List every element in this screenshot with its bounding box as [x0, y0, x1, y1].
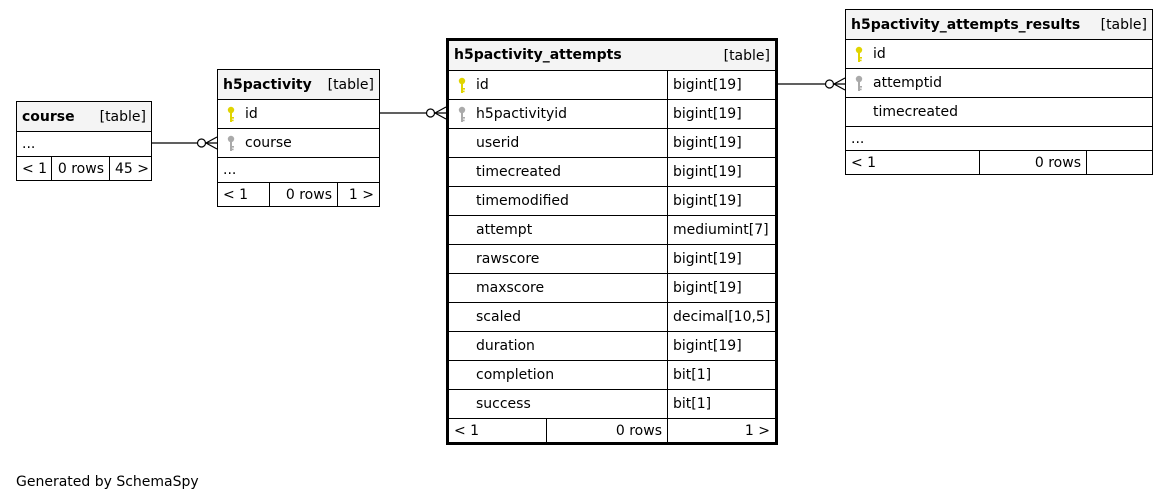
- column-name: id: [873, 46, 886, 62]
- column-type: bigint[19]: [667, 274, 775, 302]
- children-count[interactable]: 45 >: [109, 157, 151, 180]
- table-type-tag: [table]: [1100, 16, 1147, 33]
- foreign-key-icon: [227, 135, 235, 152]
- column-row-attempt[interactable]: attempt mediumint[7]: [449, 215, 775, 244]
- column-type: bigint[19]: [667, 129, 775, 157]
- column-name: h5pactivityid: [476, 106, 568, 122]
- column-type: mediumint[7]: [667, 216, 775, 244]
- children-count[interactable]: [1086, 151, 1152, 174]
- parents-count[interactable]: < 1: [223, 186, 249, 203]
- column-name: scaled: [476, 309, 521, 325]
- ellipsis-row: ...: [17, 131, 151, 156]
- table-footer: < 1 0 rows 1 >: [449, 418, 775, 442]
- row-count: 0 rows: [979, 151, 1086, 174]
- column-name: course: [245, 135, 292, 151]
- column-type: decimal[10,5]: [667, 303, 775, 331]
- column-row-success[interactable]: success bit[1]: [449, 389, 775, 418]
- table-h5pactivity[interactable]: h5pactivity [table] id course ... < 1 0 r…: [217, 69, 380, 207]
- table-footer: < 1 0 rows 1 >: [218, 182, 379, 206]
- table-name: h5pactivity_attempts: [454, 46, 622, 63]
- column-name: duration: [476, 338, 535, 354]
- generated-by-label: Generated by SchemaSpy: [16, 474, 199, 490]
- foreign-key-icon: [855, 75, 863, 92]
- table-type-tag: [table]: [99, 108, 146, 125]
- parents-count[interactable]: < 1: [22, 160, 48, 177]
- parents-count[interactable]: < 1: [454, 422, 480, 439]
- table-name: h5pactivity_attempts_results: [851, 16, 1081, 33]
- table-h5pactivity-attempts-results[interactable]: h5pactivity_attempts_results [table] id a…: [845, 9, 1153, 175]
- ellipsis-row: ...: [218, 157, 379, 182]
- column-row-timecreated[interactable]: timecreated: [846, 97, 1152, 126]
- row-count: 0 rows: [546, 419, 667, 442]
- column-row-completion[interactable]: completion bit[1]: [449, 360, 775, 389]
- foreign-key-icon: [458, 106, 466, 123]
- table-h5pactivity-attempts[interactable]: h5pactivity_attempts [table] id bigint[19…: [446, 38, 778, 445]
- column-name: rawscore: [476, 251, 540, 267]
- primary-key-icon: [855, 46, 863, 63]
- column-name: success: [476, 396, 531, 412]
- table-header: h5pactivity_attempts_results [table]: [846, 10, 1152, 39]
- children-count[interactable]: 1 >: [667, 419, 775, 442]
- column-type: bigint[19]: [667, 100, 775, 128]
- column-type: bigint[19]: [667, 158, 775, 186]
- table-header: course [table]: [17, 102, 151, 131]
- column-type: bigint[19]: [667, 245, 775, 273]
- column-name: attemptid: [873, 75, 942, 91]
- column-row-h5pactivityid[interactable]: h5pactivityid bigint[19]: [449, 99, 775, 128]
- table-header: h5pactivity_attempts [table]: [449, 41, 775, 70]
- column-row-id[interactable]: id: [218, 99, 379, 128]
- table-header: h5pactivity [table]: [218, 70, 379, 99]
- column-row-userid[interactable]: userid bigint[19]: [449, 128, 775, 157]
- column-row-course[interactable]: course: [218, 128, 379, 157]
- table-footer: < 1 0 rows 45 >: [17, 156, 151, 180]
- column-row-timemodified[interactable]: timemodified bigint[19]: [449, 186, 775, 215]
- column-row-timecreated[interactable]: timecreated bigint[19]: [449, 157, 775, 186]
- ellipsis-row: ...: [846, 126, 1152, 150]
- column-type: bigint[19]: [667, 71, 775, 99]
- children-count[interactable]: 1 >: [337, 183, 379, 206]
- table-name: course: [22, 108, 75, 125]
- column-type: bit[1]: [667, 390, 775, 418]
- column-row-id[interactable]: id: [846, 39, 1152, 68]
- column-row-scaled[interactable]: scaled decimal[10,5]: [449, 302, 775, 331]
- column-type: bit[1]: [667, 361, 775, 389]
- column-name: completion: [476, 367, 555, 383]
- column-name: id: [245, 106, 258, 122]
- primary-key-icon: [458, 77, 466, 94]
- table-name: h5pactivity: [223, 76, 312, 93]
- column-type: bigint[19]: [667, 187, 775, 215]
- column-name: maxscore: [476, 280, 545, 296]
- table-course[interactable]: course [table] ... < 1 0 rows 45 >: [16, 101, 152, 181]
- column-name: timecreated: [476, 164, 561, 180]
- column-row-rawscore[interactable]: rawscore bigint[19]: [449, 244, 775, 273]
- primary-key-icon: [227, 106, 235, 123]
- column-row-maxscore[interactable]: maxscore bigint[19]: [449, 273, 775, 302]
- column-row-duration[interactable]: duration bigint[19]: [449, 331, 775, 360]
- relation-course-h5pactivity: [152, 136, 218, 150]
- column-type: bigint[19]: [667, 332, 775, 360]
- column-name: userid: [476, 135, 520, 151]
- row-count: 0 rows: [51, 157, 109, 180]
- column-name: timemodified: [476, 193, 569, 209]
- column-name: timecreated: [873, 104, 958, 120]
- row-count: 0 rows: [269, 183, 337, 206]
- parents-count[interactable]: < 1: [851, 154, 877, 171]
- relation-attempts-results: [777, 77, 846, 91]
- column-name: id: [476, 77, 489, 93]
- table-type-tag: [table]: [327, 76, 374, 93]
- table-footer: < 1 0 rows: [846, 150, 1152, 174]
- table-type-tag: [table]: [723, 47, 770, 64]
- relation-h5pactivity-attempts: [380, 106, 447, 120]
- column-row-attemptid[interactable]: attemptid: [846, 68, 1152, 97]
- column-row-id[interactable]: id bigint[19]: [449, 70, 775, 99]
- column-name: attempt: [476, 222, 533, 238]
